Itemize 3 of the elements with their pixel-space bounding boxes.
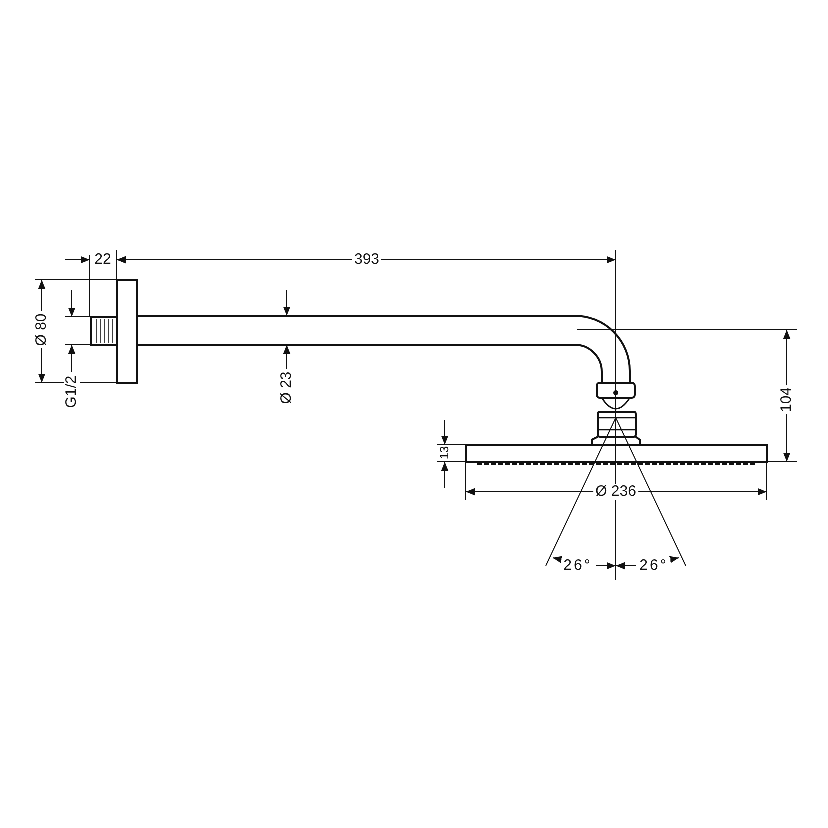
thread-size-label: G1/2 [64,374,80,410]
dimension-label: 13 [438,446,452,460]
dimension-label: Ø 236 [594,484,638,500]
